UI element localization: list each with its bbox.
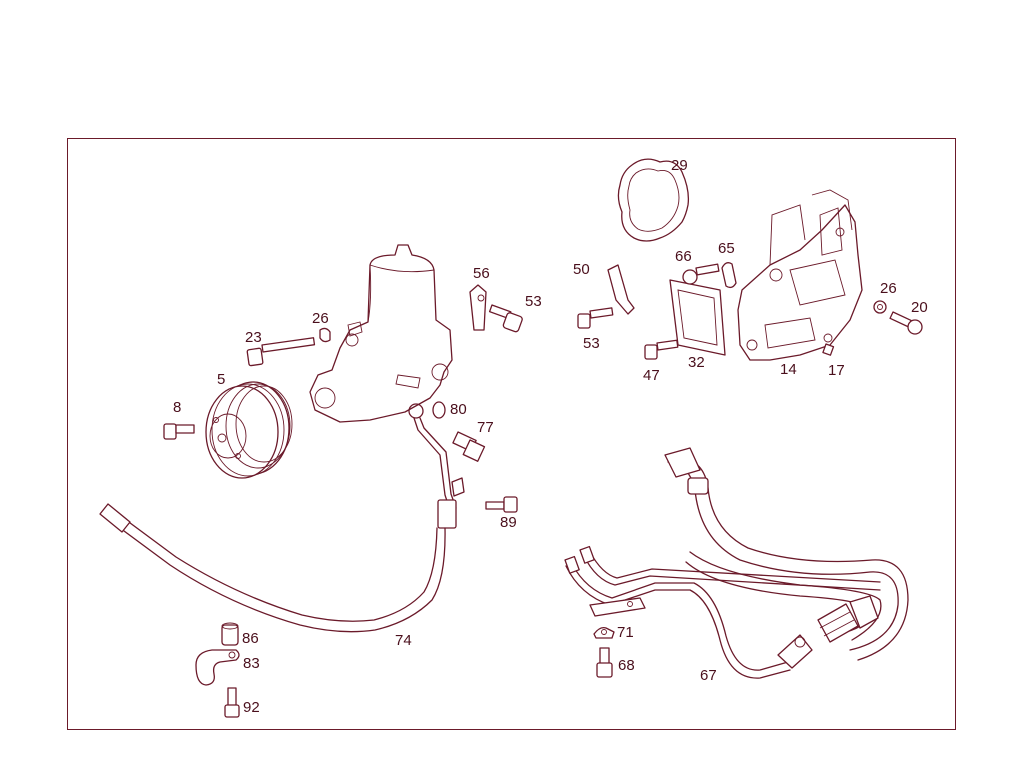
callout-68: 68 <box>618 657 635 674</box>
bolt-53a-icon <box>488 304 523 333</box>
nut-17-icon <box>822 343 835 356</box>
callout-89: 89 <box>500 514 517 531</box>
callout-8: 8 <box>173 399 181 416</box>
nut-71-icon <box>593 626 615 639</box>
callout-77: 77 <box>477 419 494 436</box>
callout-20: 20 <box>911 299 928 316</box>
callout-32: 32 <box>688 354 705 371</box>
banjo-bolt-77-icon <box>452 431 486 462</box>
callout-labels: 29 56 53 50 53 66 65 47 32 14 26 20 17 2… <box>173 157 928 716</box>
bolt-20-icon <box>889 311 923 335</box>
callout-67: 67 <box>700 667 717 684</box>
bolt-47-icon <box>644 339 679 360</box>
pressure-line-icon <box>408 403 465 529</box>
callout-26: 26 <box>312 310 329 327</box>
mounting-bracket-14-icon <box>737 189 863 361</box>
gasket-32-icon <box>669 279 726 356</box>
bolt-53b-icon <box>577 307 614 329</box>
hose-74-icon <box>99 503 446 633</box>
callout-80: 80 <box>450 401 467 418</box>
callout-17: 17 <box>828 362 845 379</box>
callout-86: 86 <box>242 630 259 647</box>
clip-50-icon <box>607 264 635 315</box>
gasket-29-icon <box>617 158 690 242</box>
callout-56: 56 <box>473 265 490 282</box>
callout-65: 65 <box>718 240 735 257</box>
callout-29: 29 <box>671 157 688 174</box>
bolt-65-icon <box>721 262 737 289</box>
bolt-68-icon <box>596 647 613 678</box>
callout-71: 71 <box>617 624 634 641</box>
callout-23: 23 <box>245 329 262 346</box>
callout-14: 14 <box>780 361 797 378</box>
callout-74: 74 <box>395 632 412 649</box>
clamp-83-icon <box>195 649 240 686</box>
spacer-86-icon <box>221 622 239 646</box>
bolt-66-icon <box>682 263 720 285</box>
bolt-23-icon <box>246 337 316 367</box>
washer-26a-icon <box>319 327 331 343</box>
power-steering-pump-icon <box>309 244 453 423</box>
callout-5: 5 <box>217 371 225 388</box>
callout-53: 53 <box>583 335 600 352</box>
washer-80-icon <box>432 401 446 419</box>
bolt-92-icon <box>224 687 240 718</box>
diagram-frame <box>67 138 956 730</box>
washer-26b-icon <box>873 300 887 314</box>
bolt-8-icon <box>163 423 195 440</box>
callout-26: 26 <box>880 280 897 297</box>
bolt-89-icon <box>485 496 518 513</box>
callout-47: 47 <box>643 367 660 384</box>
callout-50: 50 <box>573 261 590 278</box>
hose-assembly-67-icon <box>564 447 909 679</box>
callout-92: 92 <box>243 699 260 716</box>
callout-66: 66 <box>675 248 692 265</box>
callout-83: 83 <box>243 655 260 672</box>
pulley-icon <box>205 381 293 479</box>
clip-56-icon <box>469 284 487 331</box>
callout-53: 53 <box>525 293 542 310</box>
